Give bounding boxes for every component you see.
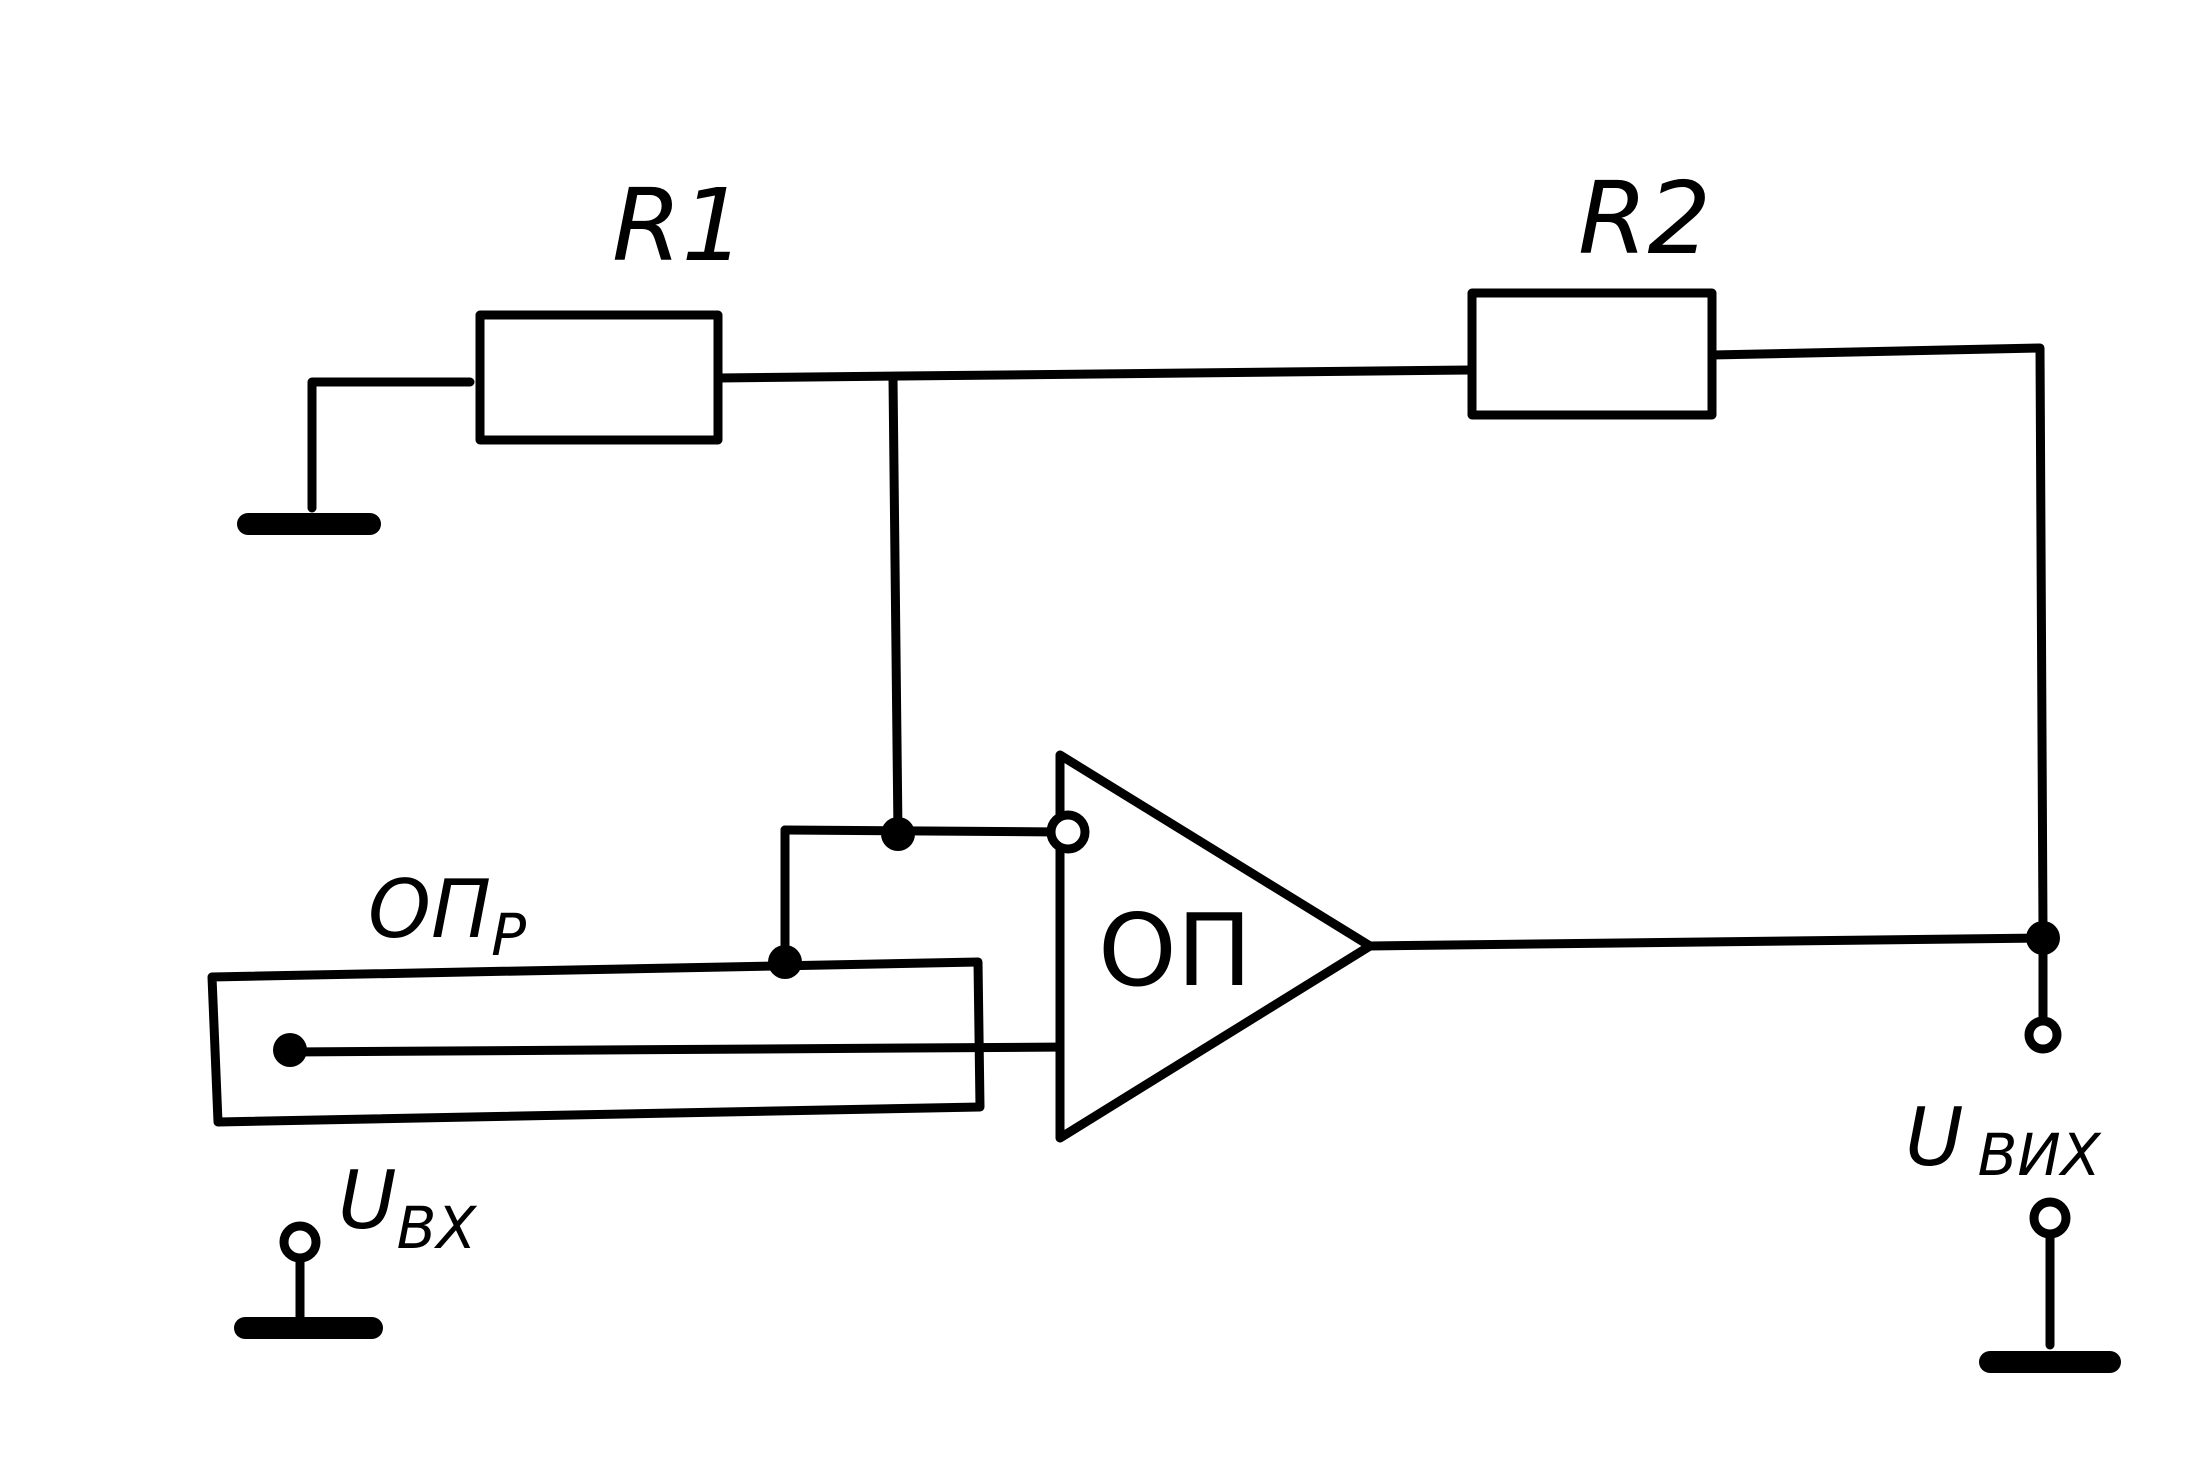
wire-r1-r2 <box>713 365 1475 383</box>
junction-dot-ref <box>768 945 802 979</box>
wire-noninverting-input <box>285 1042 1075 1057</box>
wire-inverting-input <box>780 825 1065 837</box>
opamp-triangle <box>1055 750 1375 1143</box>
label-uin: UВХ <box>338 1154 477 1262</box>
resistor-r1 <box>475 310 723 445</box>
wire-feedback <box>1707 343 2048 935</box>
output-terminal-circle <box>2024 1016 2062 1054</box>
output-terminal <box>1979 1197 2121 1373</box>
label-r1: R1 <box>612 167 745 284</box>
label-ref: ОПР <box>368 863 526 969</box>
wire-output <box>1365 933 2048 951</box>
label-r2: R2 <box>1578 160 1711 277</box>
ground-r1 <box>237 377 475 535</box>
input-terminal <box>234 1221 383 1339</box>
label-opamp: ОП <box>1098 892 1252 1009</box>
input-terminal-inner <box>273 1033 307 1067</box>
reference-box <box>207 957 985 1127</box>
resistor-r2 <box>1467 288 1717 420</box>
wire-node-to-inverting <box>888 373 903 839</box>
junction-dot-upper <box>881 817 915 851</box>
inverting-input-circle <box>1046 810 1090 854</box>
